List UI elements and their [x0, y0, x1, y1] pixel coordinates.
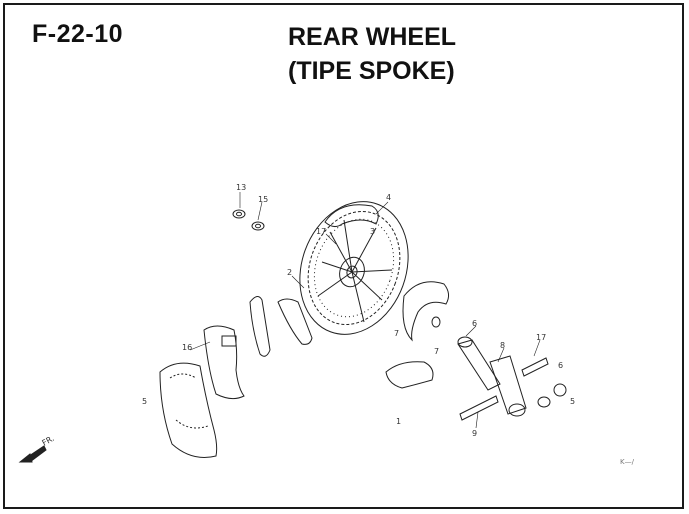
diagram-code: F-22-10	[32, 20, 124, 48]
part-nut-5b	[537, 383, 567, 408]
title-line-1: REAR WHEEL	[288, 23, 457, 51]
part-axle-6	[457, 336, 501, 391]
fr-arrow-icon	[18, 445, 47, 463]
callout-3: 3	[370, 227, 375, 236]
callout-7-lower: 7	[434, 347, 439, 356]
callout-13: 13	[236, 183, 246, 192]
part-tire-5	[159, 362, 218, 458]
callout-7-upper: 7	[394, 329, 399, 338]
part-bolt-17	[521, 357, 549, 377]
fr-label: FR.	[41, 434, 56, 448]
callout-6: 6	[472, 319, 477, 328]
callout-5-right: 5	[570, 397, 575, 406]
part-nut-13	[232, 209, 246, 219]
part-spacer	[249, 296, 271, 357]
callout-5: 5	[142, 397, 147, 406]
callout-2: 2	[287, 268, 292, 277]
part-collar-8	[489, 355, 527, 417]
part-rim-band	[277, 298, 313, 345]
title-line-2: (TIPE SPOKE)	[288, 57, 455, 85]
part-dust-seal	[324, 204, 379, 228]
callout-17-upper: 17	[316, 227, 326, 236]
callout-16: 16	[182, 343, 192, 352]
footer-ref: K—/	[620, 458, 635, 466]
callout-4: 4	[386, 193, 391, 202]
callout-9: 9	[472, 429, 477, 438]
callout-6-right: 6	[558, 361, 563, 370]
diagram-title: REAR WHEEL (TIPE SPOKE)	[288, 20, 456, 88]
part-brake-shoe-upper	[402, 281, 450, 342]
part-brake-shoe-lower	[385, 361, 434, 389]
part-axle-shaft-9	[459, 395, 499, 421]
callout-17-lower: 17	[536, 333, 546, 342]
callout-8: 8	[500, 341, 505, 350]
callout-1: 1	[396, 417, 401, 426]
callout-15: 15	[258, 195, 268, 204]
part-washer-15	[251, 221, 265, 231]
part-spoke-wheel	[299, 201, 409, 335]
part-tube-16	[203, 325, 245, 400]
